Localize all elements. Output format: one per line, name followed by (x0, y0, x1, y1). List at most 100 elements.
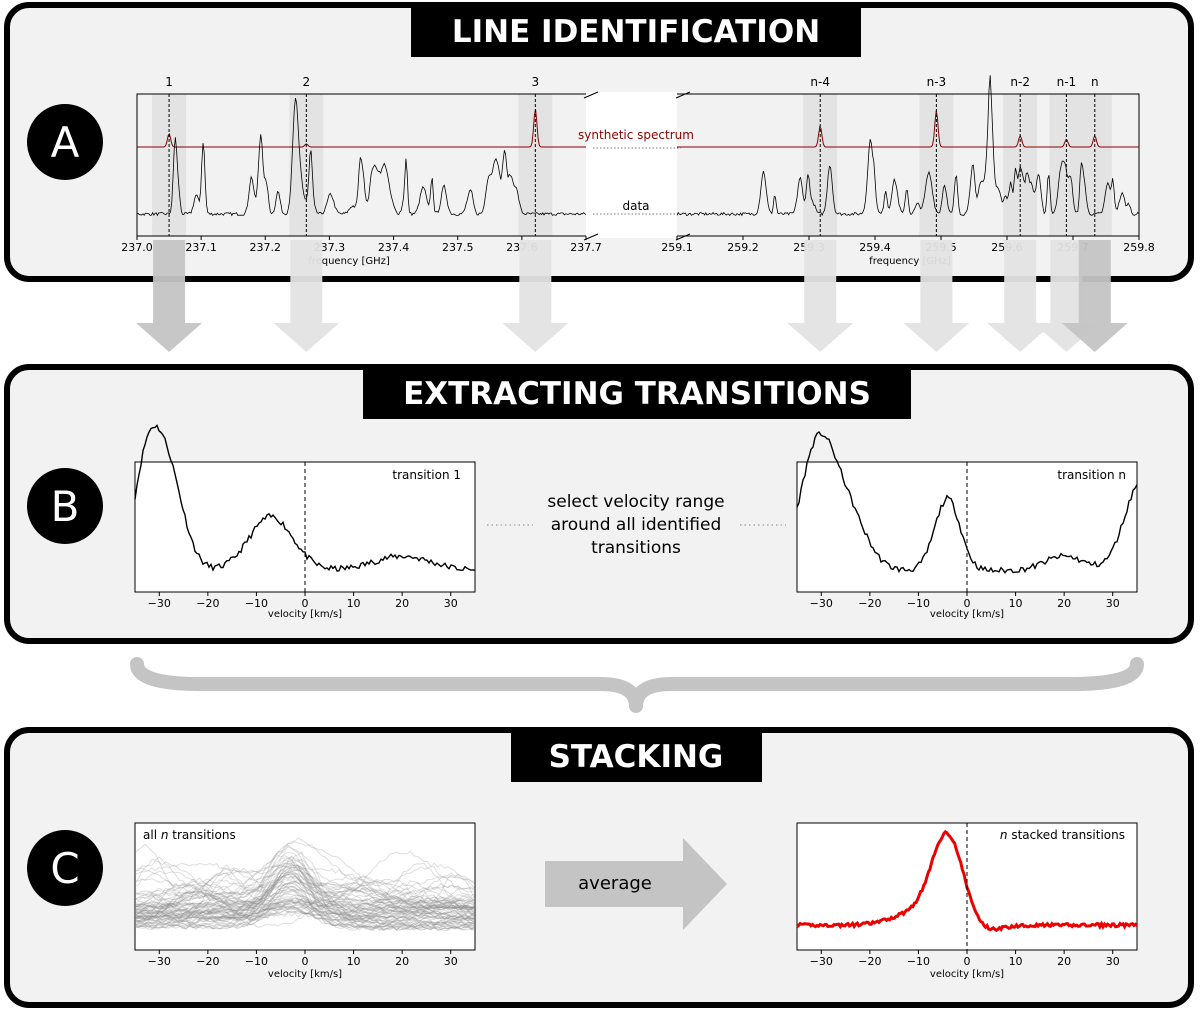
velocity-tick-label: 30 (444, 597, 458, 610)
velocity-tick-label: −10 (907, 955, 930, 968)
frequency-tick-label: 259.4 (859, 241, 891, 254)
transition-curve (134, 843, 476, 911)
transition-curve (134, 841, 476, 909)
transition-curve (134, 887, 476, 910)
frequency-tick-label: 259.2 (727, 241, 759, 254)
transition-curve (134, 850, 476, 920)
line-label: 2 (303, 75, 311, 89)
panel-b-title-bg (363, 365, 911, 419)
axis-break-gap (586, 92, 677, 238)
velocity-axis-label: velocity [km/s] (930, 609, 1004, 620)
transition-n-title: transition n (1057, 468, 1126, 482)
panel-c-title: STACKING (549, 739, 724, 775)
velocity-tick-label: 10 (347, 955, 361, 968)
frequency-tick-label: 237.0 (121, 241, 153, 254)
transition-curve (134, 862, 476, 915)
transition-arrow (1061, 240, 1128, 352)
axis-break-mark (675, 233, 691, 241)
panel-a-badge (27, 104, 103, 180)
line-label: 3 (532, 75, 540, 89)
transition-curve (134, 872, 476, 908)
velocity-axis-label: velocity [km/s] (268, 969, 342, 980)
velocity-tick-label: −30 (810, 597, 833, 610)
transition-curve (134, 874, 476, 922)
data-label: data (622, 199, 649, 213)
average-arrow (545, 838, 727, 930)
velocity-range-text-3: transitions (591, 538, 681, 558)
velocity-tick-label: 20 (395, 597, 409, 610)
panel-a-letter: A (51, 118, 80, 167)
panel-a-title: LINE IDENTIFICATION (452, 14, 820, 50)
all-transitions-title: all n transitions (143, 828, 236, 842)
transition-curve (134, 855, 476, 915)
velocity-tick-label: 10 (1009, 955, 1023, 968)
transition-curve (134, 886, 476, 917)
transition-curve (134, 865, 476, 919)
merge-brace (130, 657, 1144, 713)
synthetic-spectrum-curve (137, 109, 586, 148)
velocity-tick-label: −30 (810, 955, 833, 968)
transition-curve (134, 864, 476, 914)
transition-curve (134, 873, 476, 918)
transition-curve (134, 867, 476, 925)
average-label: average (578, 873, 652, 894)
transition-curve (134, 869, 476, 915)
transition-curve (134, 902, 476, 918)
velocity-tick-label: 20 (395, 955, 409, 968)
frequency-tick-label: 237.7 (570, 241, 602, 254)
transition-curve (134, 864, 475, 914)
transition-curve (134, 905, 476, 929)
transition-arrow (903, 240, 970, 352)
transition-curve (134, 885, 476, 931)
frequency-tick-label: 259.8 (1123, 241, 1155, 254)
transition-curve (134, 889, 475, 906)
transition-curve (134, 861, 475, 904)
velocity-tick-label: −20 (196, 955, 219, 968)
transition-curve (134, 860, 476, 908)
transition-curve (134, 857, 476, 929)
panel-c-letter: C (50, 844, 79, 893)
transition-curve (134, 870, 476, 915)
all-transitions-frame (134, 822, 476, 951)
velocity-axis-label: velocity [km/s] (930, 969, 1004, 980)
transition-arrow (273, 240, 340, 352)
transition-curve (134, 893, 476, 920)
frequency-tick-label: 237.5 (442, 241, 474, 254)
velocity-tick-label: 30 (1106, 597, 1120, 610)
synthetic-spectrum-label: synthetic spectrum (578, 128, 694, 142)
axis-break-mark (675, 91, 691, 99)
transition-curve (134, 868, 476, 919)
transition-curve (134, 851, 476, 924)
transition-curve (134, 876, 476, 916)
line-label: 1 (165, 75, 173, 89)
velocity-tick-label: 10 (1009, 597, 1023, 610)
transition-curve (134, 887, 476, 912)
velocity-tick-label: 30 (1106, 955, 1120, 968)
transition-curve (134, 863, 476, 915)
frequency-axis-label-left: frequency [GHz] (308, 256, 390, 267)
velocity-tick-label: −10 (907, 597, 930, 610)
axis-break-mark (583, 91, 599, 99)
panel-b-title: EXTRACTING TRANSITIONS (403, 376, 871, 412)
transition-curve (134, 860, 476, 921)
velocity-axis-label: velocity [km/s] (268, 609, 342, 620)
transition-curve (134, 872, 476, 923)
transition-curve (135, 897, 476, 928)
transition-curve (134, 895, 476, 929)
transition-curve (134, 880, 476, 915)
transition-curve (134, 879, 476, 913)
transition-curve (134, 882, 476, 931)
transition-curve (134, 888, 476, 932)
velocity-tick-label: −30 (148, 955, 171, 968)
velocity-tick-label: −10 (245, 955, 268, 968)
panel-c-title-bg (511, 728, 762, 782)
transition-curve (134, 856, 476, 925)
velocity-range-text-2: around all identified (551, 515, 722, 535)
transition-curve (134, 851, 476, 927)
